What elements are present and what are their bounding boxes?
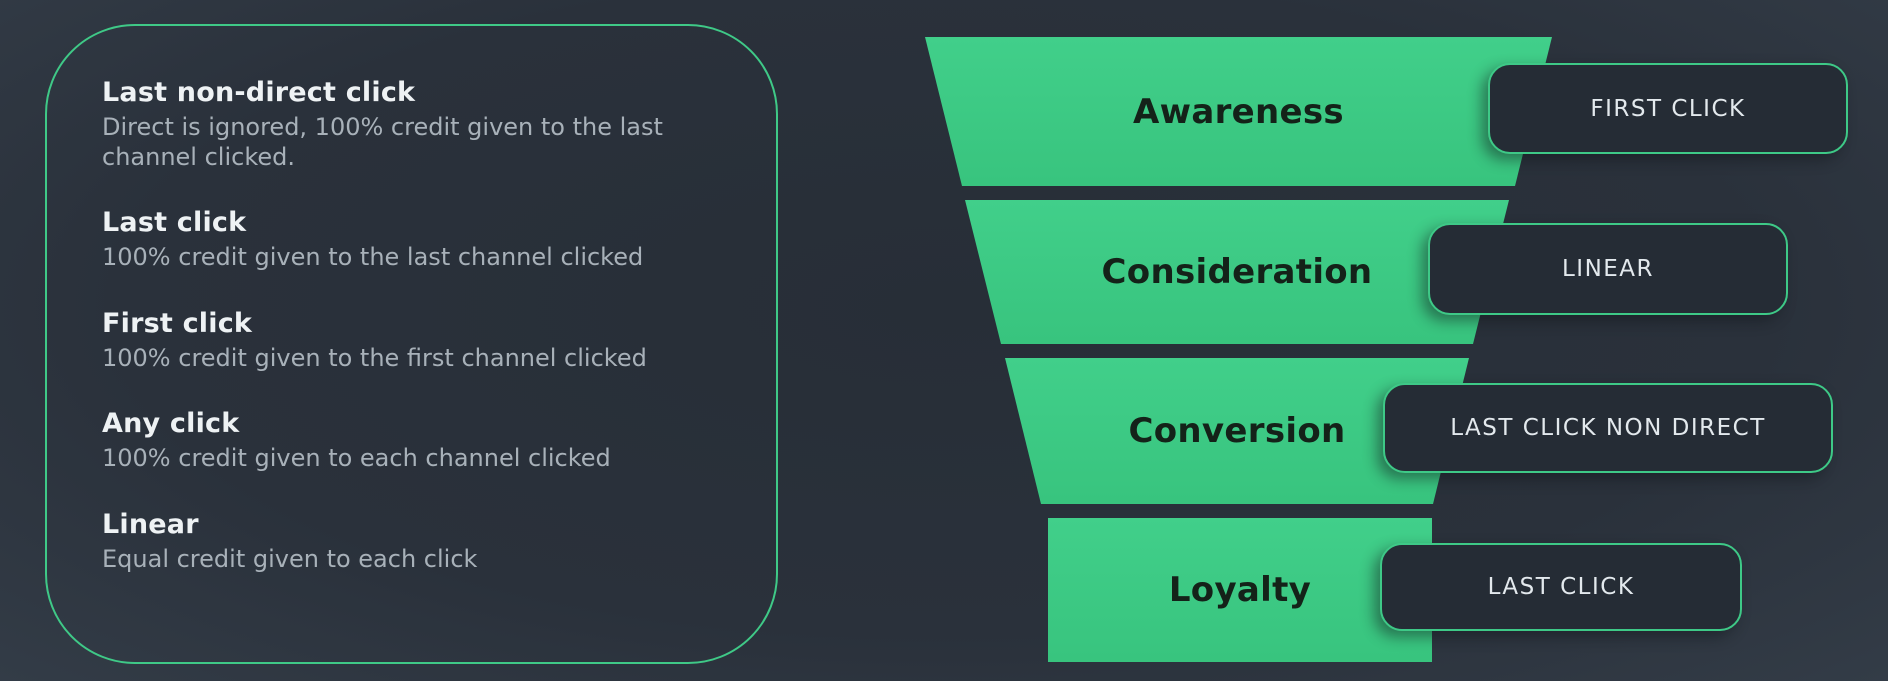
definition-description: 100% credit given to the last channel cl… [102,243,644,271]
definition-item-any-click: Any click 100% credit given to each chan… [102,407,721,474]
attribution-badge-last-click: LAST CLICK [1380,543,1742,631]
definition-description: Equal credit given to each click [102,544,478,573]
definition-item-last-non-direct-click: Last non-direct click Direct is ignored,… [102,76,721,172]
definition-item-first-click: First click 100% credit given to the fir… [102,307,721,374]
definition-term: First click [102,307,253,339]
attribution-badge-linear: LINEAR [1428,223,1788,315]
attribution-badge-first-click: FIRST CLICK [1488,63,1848,154]
definition-description: Direct is ignored, 100% credit given to … [102,112,663,171]
definition-description: 100% credit given to the first channel c… [102,343,647,372]
definition-term: Last non-direct click [102,77,416,108]
funnel-stage-shape-awareness [925,37,1552,186]
attribution-badge-last-click-non-direct: LAST CLICK NON DIRECT [1383,383,1833,473]
funnel-stage-label-loyalty: Loyalty [1168,570,1312,610]
definition-item-linear: Linear Equal credit given to each click [102,508,721,575]
funnel-stage-shape-loyalty [1048,518,1432,662]
funnel-stage-label-consideration: Consideration [1101,252,1373,292]
funnel-stage-shape-consideration [965,200,1509,344]
attribution-models-card: Last non-direct click Direct is ignored,… [45,24,778,664]
funnel-stage-shape-conversion [1005,358,1469,504]
definition-description: 100% credit given to each channel clicke… [102,444,611,472]
funnel-stage-label-awareness: Awareness [1133,91,1344,132]
funnel-stage-label-conversion: Conversion [1128,411,1346,451]
definition-term: Last click [102,207,247,239]
definition-item-last-click: Last click 100% credit given to the last… [102,206,721,273]
definition-term: Linear [102,508,199,540]
definition-term: Any click [102,408,240,440]
